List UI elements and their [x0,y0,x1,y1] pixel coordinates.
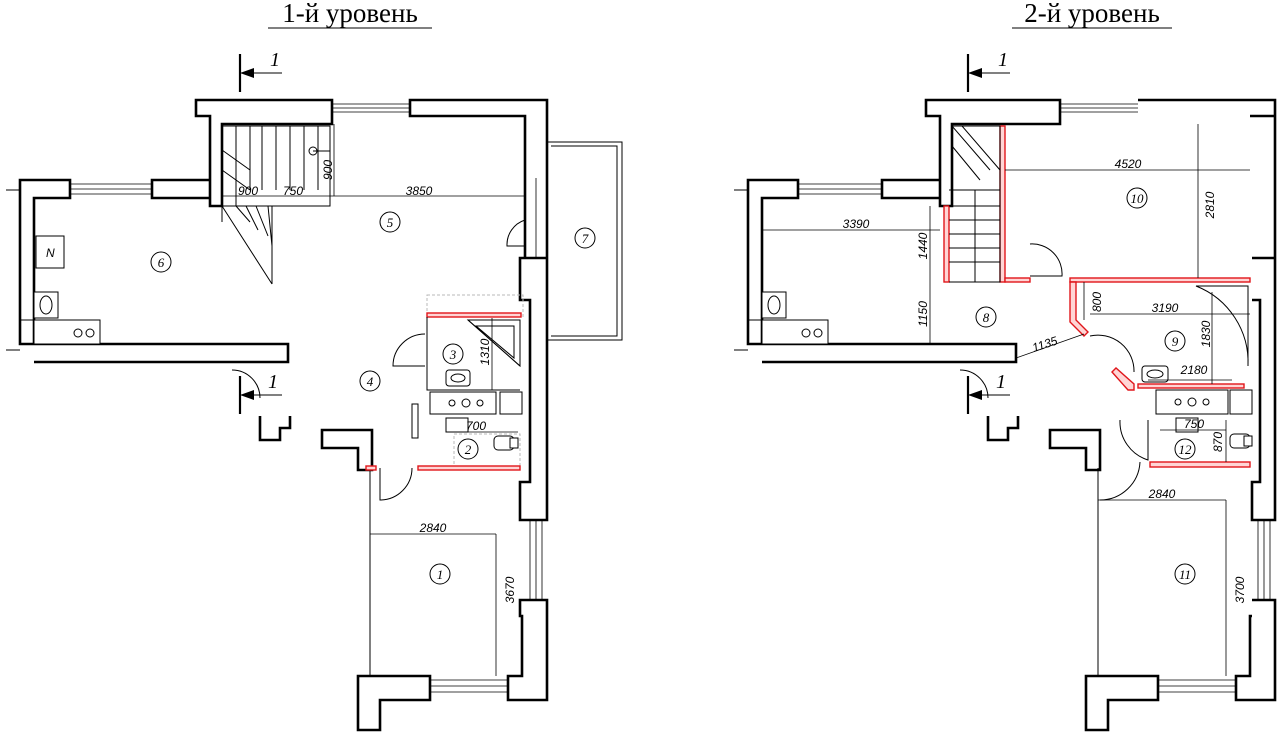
dim-label: 2180 [1180,363,1208,377]
room-number: 7 [582,231,589,246]
level-1-title: 1-й уровень [282,0,418,28]
windows [798,103,1271,693]
section-mark-top: 1 [238,49,282,92]
svg-text:1: 1 [998,49,1008,71]
room-number: 8 [983,310,990,325]
dim-label: 1830 [1199,320,1213,347]
new-partitions [943,125,1251,468]
room-markers: 8 9 10 11 12 [975,187,1196,585]
svg-text:1: 1 [268,371,278,393]
balcony [547,141,623,341]
dim-label: 700 [466,419,486,433]
svg-text:1: 1 [270,49,280,71]
dim-label: 900 [321,160,335,180]
bathroom-9 [761,285,1253,449]
dim-label: 750 [1184,417,1204,431]
room-markers: 1 2 3 4 5 6 7 [150,211,596,585]
stair [949,125,1001,283]
section-mark-bottom: 1 [238,371,282,414]
windows [70,103,543,693]
dim-label: 4520 [1115,157,1142,171]
level-2-plan: 2-й уровень 1 1 [734,0,1277,732]
dim-label: 800 [1090,292,1104,312]
dim-label: 3850 [406,184,433,198]
section-mark-bottom: 1 [966,371,1010,414]
dim-label: 900 [238,184,258,198]
section-mark-top: 1 [966,49,1010,92]
dim-label: 2840 [1148,487,1176,501]
dim-label: 3700 [1233,576,1247,603]
dim-label: 3190 [1152,301,1179,315]
dimension-lines [222,124,525,676]
room-number: 10 [1131,191,1145,206]
kitchen-fixtures: N [33,235,523,439]
bathroom-2 [365,433,521,471]
room-number: 12 [1179,442,1193,457]
room-number: 5 [387,215,394,230]
level-1-plan: 1-й уровень 1 1 [6,0,623,732]
door-swings [231,219,526,501]
dim-label: 2840 [419,521,447,535]
room-number: 2 [465,442,472,457]
dim-label: 750 [283,184,303,198]
room-number: 6 [158,255,165,270]
bathroom-3 [426,294,524,391]
room-number: 9 [1172,334,1179,349]
room-number: 4 [367,374,374,389]
dim-label: 1310 [478,338,492,365]
dim-label: 1440 [916,232,930,259]
svg-text:1: 1 [996,371,1006,393]
level-2-title: 2-й уровень [1024,0,1160,28]
dim-label: 1135 [1030,333,1059,354]
dim-label: 1150 [916,301,930,327]
room-number: 1 [437,567,444,582]
stair [221,125,331,285]
dim-label: 3390 [843,217,870,231]
door-swings [959,243,1149,501]
dimension-lines [762,124,1250,676]
room-number: 11 [1179,567,1191,582]
exterior-wall [746,98,1277,732]
dim-label: 2810 [1203,191,1217,219]
room-number: 3 [449,347,457,362]
dim-label: 870 [1211,432,1225,452]
dim-label: 3670 [503,576,517,603]
stair-symbol: N [46,246,55,260]
